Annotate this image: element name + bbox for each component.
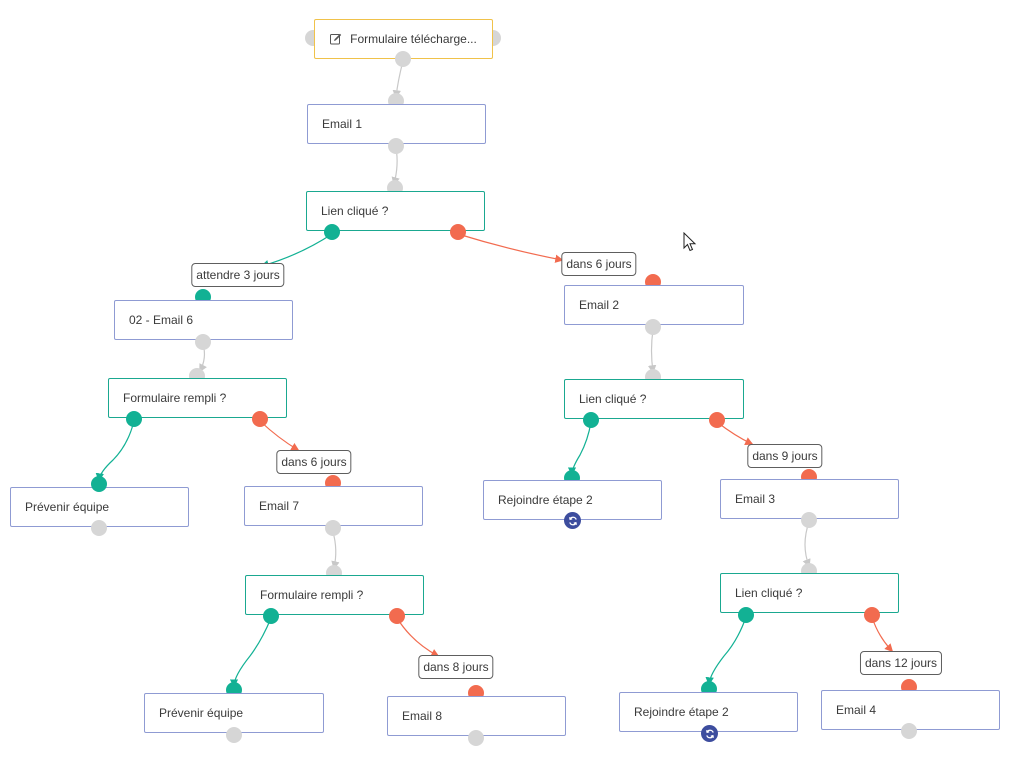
edge-email2-lien2: [647, 329, 657, 374]
prevenir1-in-port[interactable]: [91, 476, 107, 492]
delay-dans-8-jours[interactable]: dans 8 jours: [418, 655, 494, 679]
delay-label: dans 9 jours: [752, 449, 818, 463]
delay-label: dans 6 jours: [281, 455, 347, 469]
edge-form1-yes: [95, 420, 135, 482]
delay-dans-9-jours[interactable]: dans 9 jours: [747, 444, 823, 468]
node-label: Email 4: [836, 703, 877, 717]
node-label: Formulaire rempli ?: [123, 391, 227, 405]
node-email-7[interactable]: Email 7: [244, 486, 423, 526]
email2-out-port[interactable]: [645, 319, 661, 335]
delay-label: dans 12 jours: [864, 656, 938, 670]
node-label: Formulaire rempli ?: [260, 588, 364, 602]
form2-no-port[interactable]: [389, 608, 405, 624]
delay-dans-6-jours-email2[interactable]: dans 6 jours: [561, 252, 637, 276]
edge-lien1-yes: [260, 233, 333, 269]
refresh-icon: [705, 729, 714, 738]
node-label: Prévenir équipe: [159, 706, 244, 720]
delay-dans-12-jours[interactable]: dans 12 jours: [859, 651, 943, 675]
loop-badge-1[interactable]: [564, 512, 581, 529]
lien1-no-port[interactable]: [450, 224, 466, 240]
lien1-yes-port[interactable]: [324, 224, 340, 240]
mouse-cursor-icon: [683, 232, 697, 252]
prevenir2-out-port[interactable]: [226, 727, 242, 743]
node-label: Email 1: [322, 117, 363, 131]
node-label: Prévenir équipe: [25, 500, 110, 514]
node-label: Lien cliqué ?: [579, 392, 647, 406]
node-label: Email 8: [402, 709, 443, 723]
edge-lien3-yes: [705, 616, 747, 686]
node-label: Lien cliqué ?: [735, 586, 803, 600]
refresh-icon: [568, 516, 577, 525]
node-label: Email 2: [579, 298, 620, 312]
node-label: Email 7: [259, 499, 300, 513]
node-email-4[interactable]: Email 4: [821, 690, 1000, 730]
lien2-no-port[interactable]: [709, 412, 725, 428]
trigger-out-port[interactable]: [395, 51, 411, 67]
edge-lien1-no: [457, 233, 564, 263]
node-label: Email 3: [735, 492, 776, 506]
node-label: Rejoindre étape 2: [498, 493, 593, 507]
form1-no-port[interactable]: [252, 411, 268, 427]
delay-label: dans 8 jours: [423, 660, 489, 674]
edge-form2-yes: [229, 617, 272, 688]
edge-form2-no: [396, 617, 440, 657]
node-label: Lien cliqué ?: [321, 204, 389, 218]
prevenir1-out-port[interactable]: [91, 520, 107, 536]
lien2-yes-port[interactable]: [583, 412, 599, 428]
edge-form1-no: [259, 420, 300, 451]
email8-out-port[interactable]: [468, 730, 484, 746]
node-email-6[interactable]: 02 - Email 6: [114, 300, 293, 340]
email3-out-port[interactable]: [801, 512, 817, 528]
delay-attendre-3-jours[interactable]: attendre 3 jours: [191, 263, 285, 287]
trigger-label: Formulaire télécharge...: [350, 32, 477, 46]
node-email-8[interactable]: Email 8: [387, 696, 566, 736]
node-label: Rejoindre étape 2: [634, 705, 729, 719]
email7-out-port[interactable]: [325, 520, 341, 536]
loop-badge-2[interactable]: [701, 725, 718, 742]
email6-out-port[interactable]: [195, 334, 211, 350]
form1-yes-port[interactable]: [126, 411, 142, 427]
edge-email7-form2: [331, 531, 340, 570]
lien3-no-port[interactable]: [864, 607, 880, 623]
edge-email3-lien3: [802, 521, 811, 568]
delay-dans-6-jours-email7[interactable]: dans 6 jours: [276, 450, 352, 474]
form2-yes-port[interactable]: [263, 608, 279, 624]
email1-out-port[interactable]: [388, 138, 404, 154]
node-label: 02 - Email 6: [129, 313, 194, 327]
node-email-1[interactable]: Email 1: [307, 104, 486, 144]
delay-label: attendre 3 jours: [196, 268, 280, 282]
delay-label: dans 6 jours: [566, 257, 632, 271]
email4-out-port[interactable]: [901, 723, 917, 739]
edit-icon: [330, 33, 342, 45]
lien3-yes-port[interactable]: [738, 607, 754, 623]
node-lien-clique-3[interactable]: Lien cliqué ?: [720, 573, 899, 613]
edge-lien2-yes: [567, 421, 592, 476]
